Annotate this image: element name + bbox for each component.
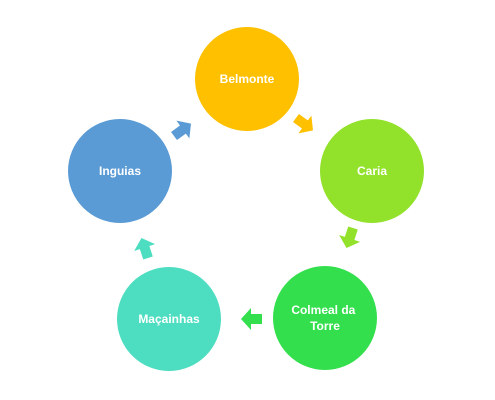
node-label-line: Belmonte	[220, 72, 275, 86]
node-label-line: Torre	[310, 319, 340, 333]
node-belmonte: Belmonte	[195, 27, 299, 131]
node-macainhas: Maçainhas	[117, 267, 221, 371]
node-circle	[68, 119, 172, 223]
node-label: Maçainhas	[138, 312, 200, 326]
node-circle	[273, 266, 377, 370]
arrows-group	[134, 113, 361, 330]
node-circle	[320, 119, 424, 223]
arrow-colmeal-to-macainhas	[241, 308, 262, 330]
node-label: Colmeal da Torre	[291, 303, 358, 333]
arrow-macainhas-to-inguias	[134, 238, 156, 260]
node-label-line: Maçainhas	[138, 312, 200, 326]
node-colmeal-da-torre: Colmeal da Torre	[273, 266, 377, 370]
node-caria: Caria	[320, 119, 424, 223]
node-circle	[117, 267, 221, 371]
node-circle	[195, 27, 299, 131]
arrow-belmonte-to-caria	[293, 113, 313, 134]
node-inguias: Inguias	[68, 119, 172, 223]
node-label-line: Colmeal da	[291, 303, 355, 317]
node-label: Belmonte	[220, 72, 275, 86]
arrow-inguias-to-belmonte	[171, 120, 191, 141]
node-label-line: Inguias	[99, 164, 141, 178]
node-label: Inguias	[99, 164, 141, 178]
arrow-caria-to-colmeal	[339, 226, 361, 248]
node-label: Caria	[357, 164, 387, 178]
node-label-line: Caria	[357, 164, 387, 178]
